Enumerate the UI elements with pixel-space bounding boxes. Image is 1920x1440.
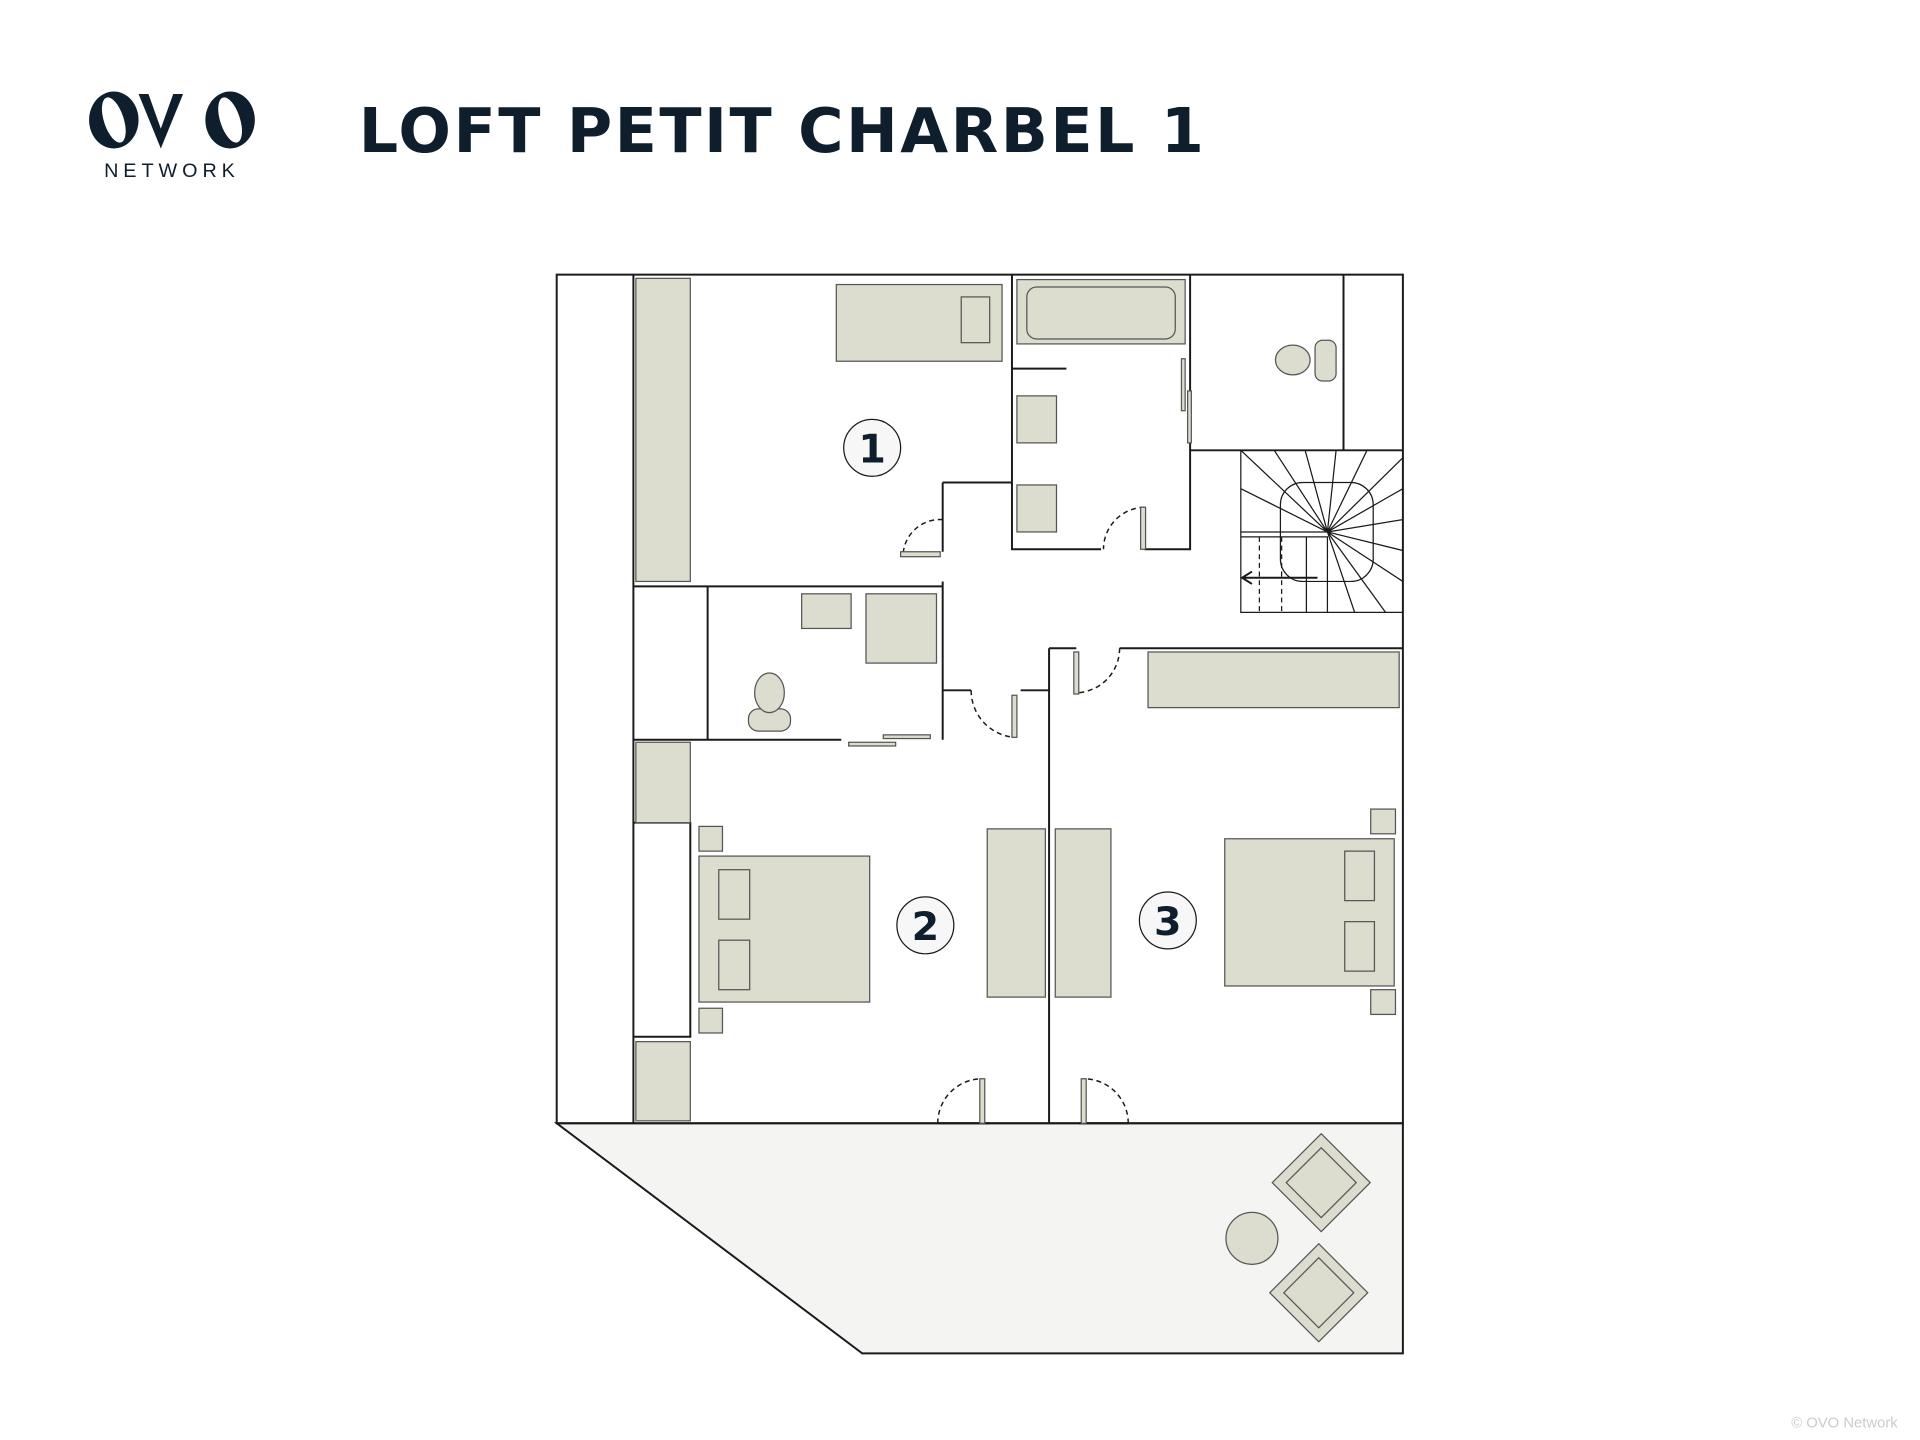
page-title: LOFT PETIT CHARBEL 1: [359, 95, 1207, 167]
room-label-1: 1: [843, 418, 902, 477]
copyright: © OVO Network: [1791, 1416, 1898, 1432]
room-label-3: 3: [1138, 891, 1197, 950]
svg-text:1: 1: [858, 427, 886, 473]
terrace-furniture: [1225, 1132, 1372, 1343]
ovo-logo: NETWORK: [89, 91, 255, 182]
svg-text:2: 2: [912, 904, 940, 950]
room-label-2: 2: [896, 896, 955, 955]
logo-text: NETWORK: [104, 160, 240, 182]
svg-text:3: 3: [1154, 899, 1182, 945]
doors: [848, 358, 1192, 1124]
staircase: [1240, 449, 1404, 613]
furniture: [635, 277, 1400, 1122]
